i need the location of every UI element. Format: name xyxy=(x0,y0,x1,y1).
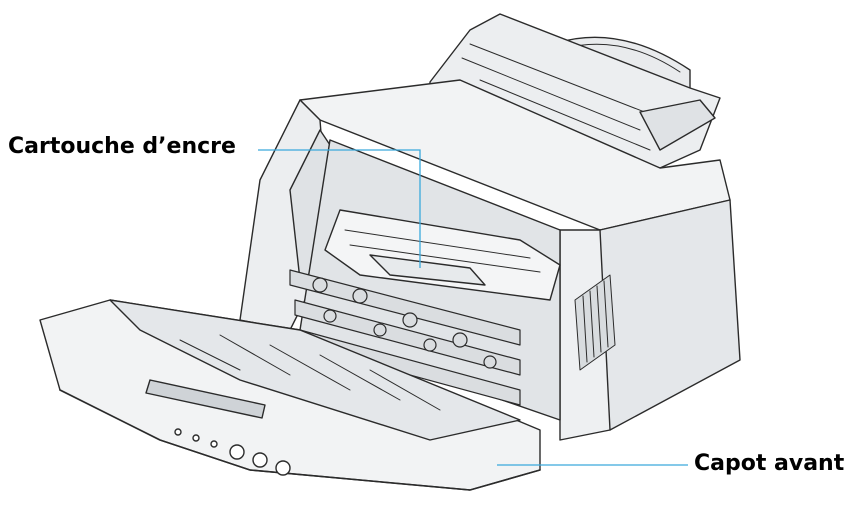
leader-lines xyxy=(258,149,688,466)
front-cover-lip xyxy=(59,389,541,491)
toner-cartridge-ridges xyxy=(344,229,541,273)
paper-guide-right xyxy=(639,99,716,151)
label-toner-cartridge: Cartouche d’encre xyxy=(8,134,236,159)
roller-assembly xyxy=(289,269,521,406)
control-panel-slot xyxy=(145,379,266,419)
vent-grille xyxy=(574,274,616,371)
printer-body-top xyxy=(299,79,731,231)
paper-feed-slot xyxy=(461,43,661,151)
toner-cartridge xyxy=(324,209,561,301)
control-panel-buttons xyxy=(174,428,291,476)
leader-line-toner xyxy=(258,149,421,268)
cover-guide-ribs xyxy=(179,334,441,411)
toner-cartridge-handle xyxy=(369,254,486,286)
label-front-cover: Capot avant xyxy=(694,451,845,476)
